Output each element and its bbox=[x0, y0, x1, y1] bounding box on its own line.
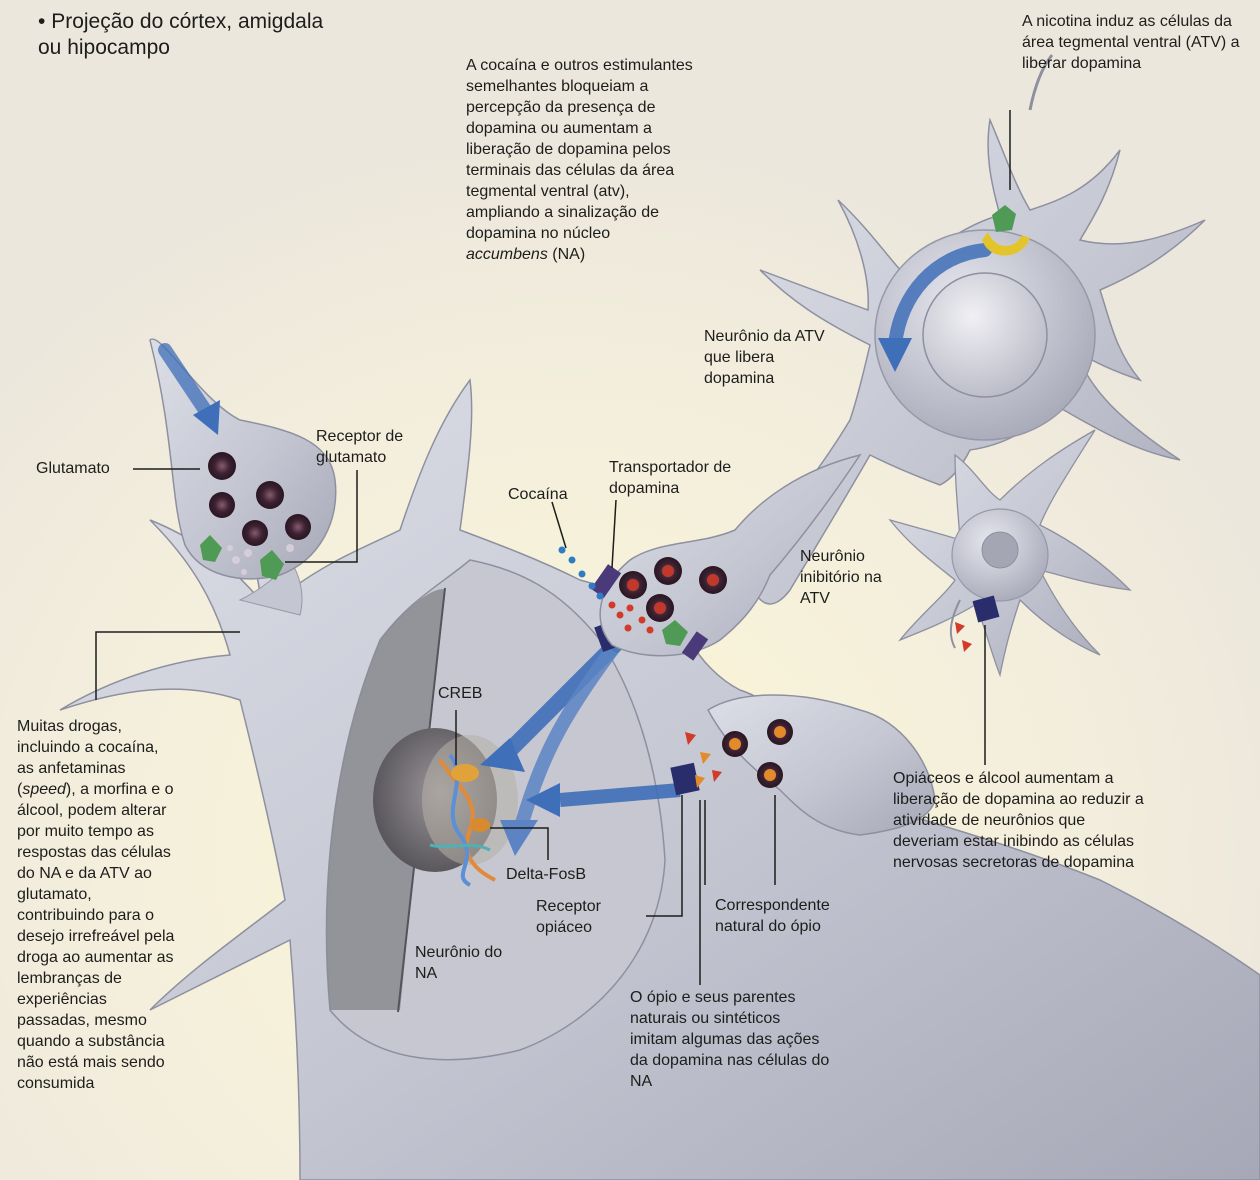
opiates-alcohol-label: Opiáceos e álcool aumentam a liberação d… bbox=[893, 768, 1153, 873]
opiate-receptor-label: Receptor opiáceo bbox=[536, 896, 618, 938]
atv-neuron-label: Neurônio da ATV que libera dopamina bbox=[704, 326, 834, 389]
creb-label: CREB bbox=[438, 683, 498, 704]
nicotine-label: A nicotina induz as células da área tegm… bbox=[1022, 11, 1247, 74]
creb-protein-icon bbox=[451, 764, 479, 782]
inhibitory-neuron-label: Neurônio inibitório na ATV bbox=[800, 546, 900, 609]
cocaine-label: Cocaína bbox=[508, 484, 588, 505]
cocaine-blocks-label: A cocaína e outros estimulantes semelhan… bbox=[466, 55, 696, 265]
delta-fosb-protein-icon bbox=[470, 818, 490, 832]
glutamate-label: Glutamato bbox=[36, 458, 136, 479]
delta-fosb-label: Delta-FosB bbox=[506, 864, 606, 885]
many-drugs-label: Muitas drogas, incluindo a cocaína, as a… bbox=[17, 716, 177, 1094]
na-neuron-label: Neurônio do NA bbox=[415, 942, 505, 984]
opium-relatives-label: O ópio e seus parentes naturais ou sinté… bbox=[630, 987, 830, 1092]
natural-opium-label: Correspondente natural do ópio bbox=[715, 895, 860, 937]
dopamine-transporter-label: Transportador de dopamina bbox=[609, 457, 739, 499]
glutamate-receptor-label: Receptor de glutamato bbox=[316, 426, 436, 468]
cortex-projection-title: Projeção do córtex, amigdala ou hipocamp… bbox=[38, 9, 338, 61]
